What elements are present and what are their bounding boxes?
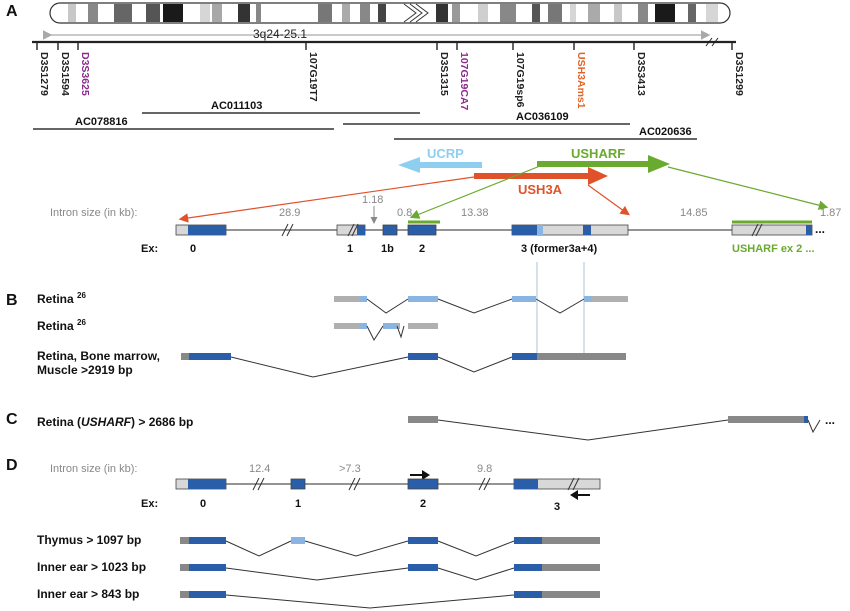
transcript-label-b2: Retina 26 <box>37 318 86 333</box>
exon-labels-a: 0 1 1b 2 3 (former3a+4) USHARF ex 2 ... <box>190 243 815 255</box>
intron-size: 1.87 <box>820 207 841 219</box>
exon-header-a: Ex: <box>141 243 158 255</box>
marker-label: 107G19CA7 <box>458 52 470 111</box>
transcript-d1 <box>180 537 600 557</box>
intron-size: 28.9 <box>279 207 300 219</box>
marker-label: USH3Ams1 <box>575 52 587 109</box>
exon-label: 0 <box>200 498 206 510</box>
exon-label: 3 <box>554 501 560 513</box>
exon-label: 0 <box>190 243 196 255</box>
gene-connectors <box>178 165 829 223</box>
transcript-label-d1: Thymus > 1097 bp <box>37 533 141 547</box>
intron-size: 9.8 <box>477 463 492 475</box>
clone-label-ac020636: AC020636 <box>639 126 692 138</box>
intron-sizes-d: 12.4 >7.3 9.8 <box>249 463 492 475</box>
region-label: 3q24-25.1 <box>253 27 307 41</box>
transcript-label-d2: Inner ear > 1023 bp <box>37 560 146 574</box>
marker-labels: D3S1279 D3S1594 D3S3625 107G19T7 D3S1315 107G… <box>38 52 745 111</box>
clone-label-ac011103: AC011103 <box>211 100 262 112</box>
marker-label: 107G19sp6 <box>514 52 526 108</box>
transcript-d3 <box>180 591 600 609</box>
chromosome-ideogram <box>49 2 731 24</box>
exon-block <box>188 225 226 235</box>
transcript-b1 <box>334 296 628 314</box>
usharf-arrow <box>537 155 670 173</box>
transcript-label-b3: Retina, Bone marrow, <box>37 349 160 363</box>
panel-b-guides <box>536 262 585 360</box>
intron-size: 1.18 <box>362 194 383 206</box>
transcript-d2 <box>180 564 600 581</box>
marker-label: D3S1279 <box>38 52 50 96</box>
ellipsis: ... <box>825 413 835 427</box>
intron-size: 0.8 <box>397 207 412 219</box>
exon-label: 1 <box>295 498 301 510</box>
primer-arrows <box>410 470 590 500</box>
exon-header-d: Ex: <box>141 498 158 510</box>
intron-size-title-d: Intron size (in kb): <box>50 463 137 475</box>
marker-label: D3S3625 <box>79 52 91 96</box>
gene-arrows: UCRP USHARF USH3A <box>398 146 670 197</box>
transcript-b2 <box>334 323 438 342</box>
exon-label: 2 <box>420 498 426 510</box>
ellipsis: ... <box>815 222 825 236</box>
marker-label: D3S1315 <box>438 52 450 96</box>
clone-contigs: AC011103 AC078816 AC036109 AC020636 <box>33 100 697 140</box>
transcript-label-d3: Inner ear > 843 bp <box>37 587 139 601</box>
exon-label: 3 (former3a+4) <box>521 243 597 255</box>
exon-label: 1 <box>347 243 353 255</box>
marker-ticks <box>36 42 733 50</box>
ush3a-label: USH3A <box>518 182 563 197</box>
clone-label-ac078816: AC078816 <box>75 116 128 128</box>
exon-labels-d: 0 1 2 3 <box>200 498 560 513</box>
marker-label: D3S1299 <box>733 52 745 96</box>
panel-label-b: B <box>6 292 18 309</box>
intron-size: 12.4 <box>249 463 270 475</box>
intron-size: >7.3 <box>339 463 361 475</box>
panel-label-c: C <box>6 411 18 428</box>
exon-label: 2 <box>419 243 425 255</box>
transcript-label-b3-line2: Muscle >2919 bp <box>37 363 133 377</box>
intron-size: 13.38 <box>461 207 489 219</box>
transcript-label-b1: Retina 26 <box>37 291 86 306</box>
transcript-c <box>408 416 821 441</box>
clone-label-ac036109: AC036109 <box>516 111 569 123</box>
gene-model-a <box>175 220 813 237</box>
ucrp-arrow <box>398 157 482 173</box>
usharf-exon-label: USHARF ex 2 ... <box>732 243 815 255</box>
panel-label-a: A <box>6 3 18 20</box>
ucrp-label: UCRP <box>427 146 464 161</box>
panel-label-d: D <box>6 457 18 474</box>
transcript-b3 <box>181 353 626 378</box>
usharf-label: USHARF <box>571 146 625 161</box>
marker-label: 107G19T7 <box>307 52 319 102</box>
intron-sizes-a: 28.9 1.18 0.8 13.38 14.85 1.87 <box>279 194 841 219</box>
gene-model-d <box>175 477 601 491</box>
ush3a-arrow <box>474 167 608 185</box>
marker-label: D3S3413 <box>635 52 647 96</box>
intron-size-title-a: Intron size (in kb): <box>50 207 137 219</box>
transcript-label-c: Retina (USHARF) > 2686 bp <box>37 415 193 429</box>
intron-size: 14.85 <box>680 207 708 219</box>
exon-label: 1b <box>381 243 394 255</box>
marker-label: D3S1594 <box>59 52 71 96</box>
